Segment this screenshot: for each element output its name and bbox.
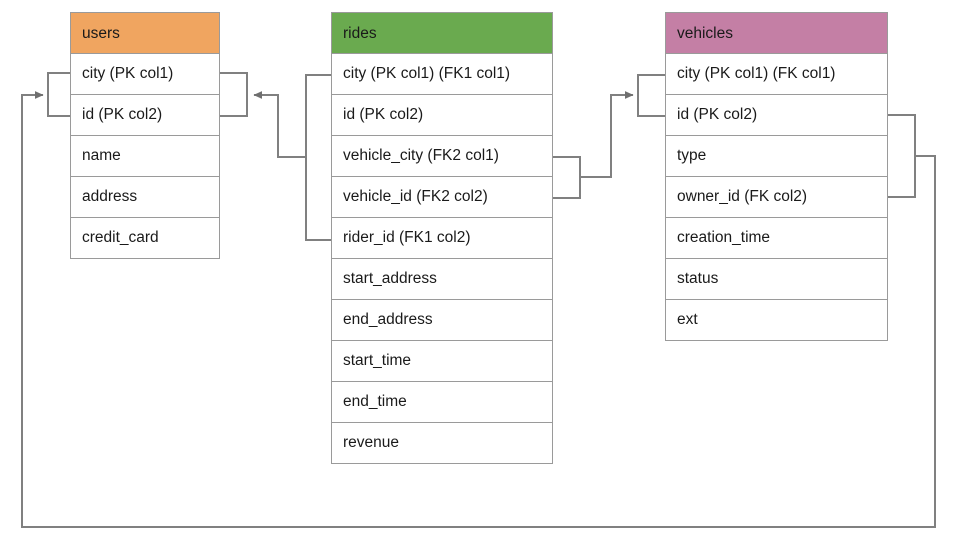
field-rides-vehicle-id[interactable]: vehicle_id (FK2 col2) [331, 177, 553, 218]
entity-vehicles-title: vehicles [665, 12, 888, 54]
field-rides-end-address[interactable]: end_address [331, 300, 553, 341]
rides-left-bracket [305, 74, 331, 241]
entity-users-title: users [70, 12, 220, 54]
users-left-bracket [47, 72, 70, 117]
field-users-credit-card[interactable]: credit_card [70, 218, 220, 259]
field-vehicles-id[interactable]: id (PK col2) [665, 95, 888, 136]
field-rides-start-address[interactable]: start_address [331, 259, 553, 300]
users-right-bracket [220, 72, 248, 117]
field-vehicles-creation-time[interactable]: creation_time [665, 218, 888, 259]
field-users-address[interactable]: address [70, 177, 220, 218]
field-rides-id[interactable]: id (PK col2) [331, 95, 553, 136]
field-rides-start-time[interactable]: start_time [331, 341, 553, 382]
field-users-name[interactable]: name [70, 136, 220, 177]
field-rides-revenue[interactable]: revenue [331, 423, 553, 464]
entity-users[interactable]: users city (PK col1) id (PK col2) name a… [70, 12, 220, 259]
entity-vehicles[interactable]: vehicles city (PK col1) (FK col1) id (PK… [665, 12, 888, 341]
field-vehicles-city[interactable]: city (PK col1) (FK col1) [665, 54, 888, 95]
field-rides-end-time[interactable]: end_time [331, 382, 553, 423]
field-vehicles-owner-id[interactable]: owner_id (FK col2) [665, 177, 888, 218]
rides-right-bracket [553, 156, 581, 199]
vehicles-right-bracket [888, 114, 916, 198]
field-rides-vehicle-city[interactable]: vehicle_city (FK2 col1) [331, 136, 553, 177]
field-users-id[interactable]: id (PK col2) [70, 95, 220, 136]
relationship-fk2-rides-vehicles [580, 91, 634, 178]
field-users-city[interactable]: city (PK col1) [70, 54, 220, 95]
field-vehicles-type[interactable]: type [665, 136, 888, 177]
field-rides-rider-id[interactable]: rider_id (FK1 col2) [331, 218, 553, 259]
relationship-fk1-rides-users [253, 91, 306, 158]
field-rides-city[interactable]: city (PK col1) (FK1 col1) [331, 54, 553, 95]
vehicles-left-bracket [637, 74, 665, 117]
entity-rides[interactable]: rides city (PK col1) (FK1 col1) id (PK c… [331, 12, 553, 464]
field-vehicles-status[interactable]: status [665, 259, 888, 300]
field-vehicles-ext[interactable]: ext [665, 300, 888, 341]
entity-rides-title: rides [331, 12, 553, 54]
